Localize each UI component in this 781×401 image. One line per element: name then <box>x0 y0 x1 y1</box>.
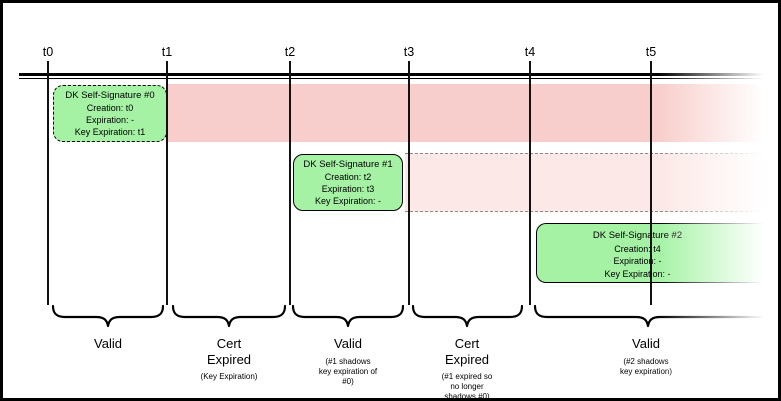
tick-label-t4: t4 <box>524 45 536 59</box>
signature-1-creation: Creation: t2 <box>324 172 372 182</box>
section-label-text: Valid <box>94 336 122 351</box>
brace-valid-2 <box>291 304 405 328</box>
signature-2-creation: Creation: t4 <box>614 243 661 254</box>
tick-line-t2 <box>289 61 291 305</box>
signature-0-creation: Creation: t0 <box>86 103 134 113</box>
brace-valid-3 <box>533 304 778 328</box>
signature-box-1: DK Self-Signature #1 Creation: t2 Expira… <box>293 154 403 211</box>
section-sublabel: (Key Expiration) <box>200 372 258 381</box>
section-label-text: Cert Expired <box>206 336 252 367</box>
section-label-valid-2: Valid (#1 shadows key expiration of #0) <box>283 336 413 387</box>
brace-cert-expired-1 <box>171 304 287 328</box>
section-label-text: Valid <box>632 336 660 351</box>
time-axis-upper-line <box>19 73 778 76</box>
signature-0-title: DK Self-Signature #0 <box>65 90 155 101</box>
section-label-valid-1: Valid <box>43 336 173 357</box>
signature-1-key-expiration: Key Expiration: - <box>314 196 382 206</box>
signature-box-0: DK Self-Signature #0 Creation: t0 Expira… <box>53 85 167 142</box>
tick-label-t0: t0 <box>42 45 54 59</box>
brace-valid-1 <box>51 304 165 328</box>
tick-line-t5 <box>650 61 652 305</box>
signature-2-title: DK Self-Signature #2 <box>592 230 683 241</box>
tick-label-t1: t1 <box>161 45 173 59</box>
time-axis-lower-line <box>19 77 778 79</box>
section-label-cert-expired-1: Cert Expired (Key Expiration) <box>164 336 294 382</box>
section-sublabel: (#1 shadows key expiration of #0) <box>318 356 378 386</box>
section-sublabel: (#2 shadows key expiration) <box>619 356 673 376</box>
section-label-text: Valid <box>334 336 362 351</box>
tick-line-t4 <box>529 61 531 305</box>
tick-line-t3 <box>408 61 410 305</box>
tick-line-t0 <box>47 61 49 305</box>
signature-0-expiration: Expiration: - <box>85 115 135 125</box>
section-label-valid-3: Valid (#2 shadows key expiration) <box>581 336 711 377</box>
signature-2-expiration: Expiration: - <box>613 256 662 266</box>
section-sublabel: (#1 expired so no longer shadows #0) <box>441 372 493 401</box>
section-label-cert-expired-2: Cert Expired (#1 expired so no longer sh… <box>402 336 532 401</box>
tick-label-t3: t3 <box>403 45 415 59</box>
signature-1-title: DK Self-Signature #1 <box>303 159 393 170</box>
tick-line-t1 <box>166 61 168 305</box>
signature-0-key-expiration: Key Expiration: t1 <box>74 127 146 137</box>
signature-1-expiration: Expiration: t3 <box>321 184 375 194</box>
brace-cert-expired-2 <box>411 304 524 328</box>
section-label-text: Cert Expired <box>444 336 490 367</box>
tick-label-t2: t2 <box>284 45 296 59</box>
signature-2-key-expiration: Key Expiration: - <box>604 268 671 279</box>
tick-label-t5: t5 <box>645 45 657 59</box>
